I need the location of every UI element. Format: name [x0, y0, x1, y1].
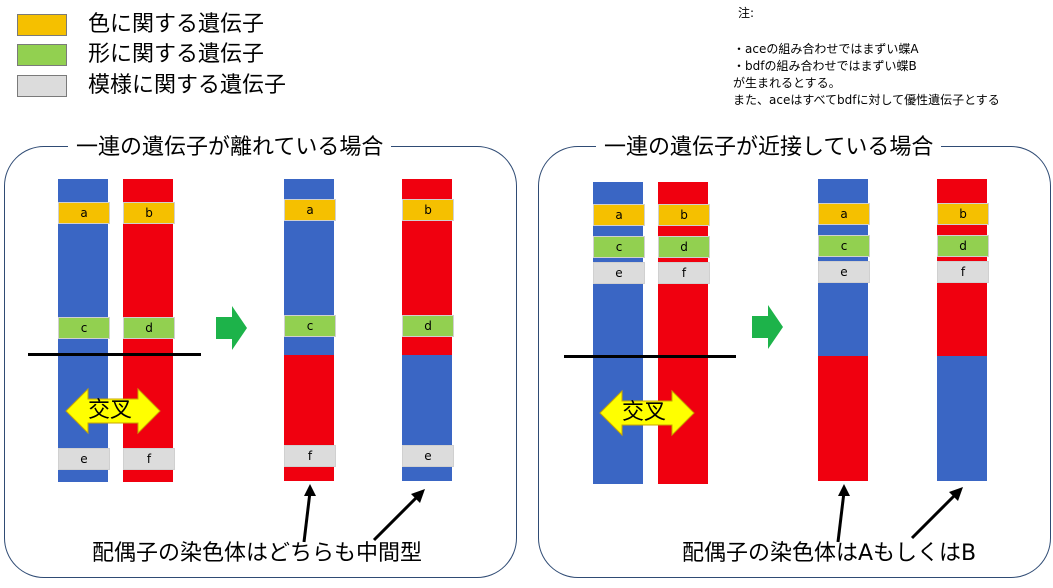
- gene-e: e: [402, 445, 454, 467]
- chromosome-body: [593, 182, 643, 484]
- gene-d: d: [937, 235, 989, 257]
- crossover-label: 交叉: [622, 400, 667, 425]
- legend-label-shape: 形に関する遺伝子: [88, 42, 265, 67]
- gene-a: a: [593, 204, 645, 226]
- gene-a: a: [58, 202, 110, 224]
- legend-label-color: 色に関する遺伝子: [88, 12, 265, 37]
- gene-c: c: [593, 236, 645, 258]
- panel-separated-title: 一連の遺伝子が離れている場合: [68, 134, 392, 162]
- legend-swatch-shape: [17, 44, 67, 66]
- gene-a: a: [284, 199, 336, 221]
- gene-c: c: [58, 317, 110, 339]
- legend-label-pattern: 模様に関する遺伝子: [88, 73, 287, 98]
- gene-c: c: [818, 235, 870, 257]
- crossover-line: [564, 355, 736, 358]
- chromosome-segment-red: [818, 356, 868, 481]
- gene-f: f: [123, 448, 175, 470]
- parent-chromosome-b: b d f: [123, 179, 175, 482]
- gene-b: b: [402, 199, 454, 221]
- gene-d: d: [123, 317, 175, 339]
- gene-e: e: [593, 262, 645, 284]
- legend-swatch-color: [17, 14, 67, 36]
- parent-chromosome-a: a c e: [593, 182, 645, 484]
- legend-swatch-pattern: [17, 75, 67, 97]
- gamete-chromosome-1: a c f: [284, 179, 336, 481]
- panel-linked-title: 一連の遺伝子が近接している場合: [596, 134, 942, 162]
- gene-a: a: [818, 203, 870, 225]
- gene-f: f: [284, 445, 336, 467]
- crossover-double-arrow: [599, 389, 695, 437]
- gamete-chromosome-2: b d e: [402, 179, 454, 481]
- pointer-arrows: [302, 484, 425, 543]
- note-line-2: ・bdfの組み合わせではまずい蝶B: [733, 59, 917, 73]
- pointer-arrows: [836, 484, 963, 543]
- chromosome-body: [658, 182, 708, 484]
- gene-c: c: [284, 315, 336, 337]
- gene-f: f: [658, 262, 710, 284]
- gamete-chromosome-1: a c e: [818, 179, 870, 481]
- gene-b: b: [937, 203, 989, 225]
- note-line-1: ・aceの組み合わせではまずい蝶A: [733, 42, 919, 56]
- note-line-4: また、aceはすべてbdfに対して優性遺伝子とする: [733, 93, 1000, 107]
- gene-f: f: [937, 261, 989, 283]
- panel-linked-caption: 配偶子の染色体はAもしくはB: [682, 541, 977, 566]
- chromosome-segment-blue: [937, 356, 987, 481]
- gene-e: e: [58, 448, 110, 470]
- gene-d: d: [658, 236, 710, 258]
- crossover-label: 交叉: [88, 398, 133, 423]
- gamete-chromosome-2: b d f: [937, 179, 989, 481]
- crossover-line: [28, 353, 201, 356]
- parent-chromosome-b: b d f: [658, 182, 710, 484]
- panel-separated-caption: 配偶子の染色体はどちらも中間型: [92, 541, 423, 566]
- gene-b: b: [658, 204, 710, 226]
- note-line-3: が生まれるとする。: [733, 76, 841, 90]
- crossover-double-arrow: [65, 387, 161, 435]
- gene-e: e: [818, 261, 870, 283]
- note-heading: 注:: [738, 6, 755, 20]
- gene-b: b: [123, 202, 175, 224]
- result-arrow-icon: [752, 305, 783, 349]
- gene-d: d: [402, 315, 454, 337]
- parent-chromosome-a: a c e: [58, 179, 110, 482]
- result-arrow-icon: [216, 306, 247, 350]
